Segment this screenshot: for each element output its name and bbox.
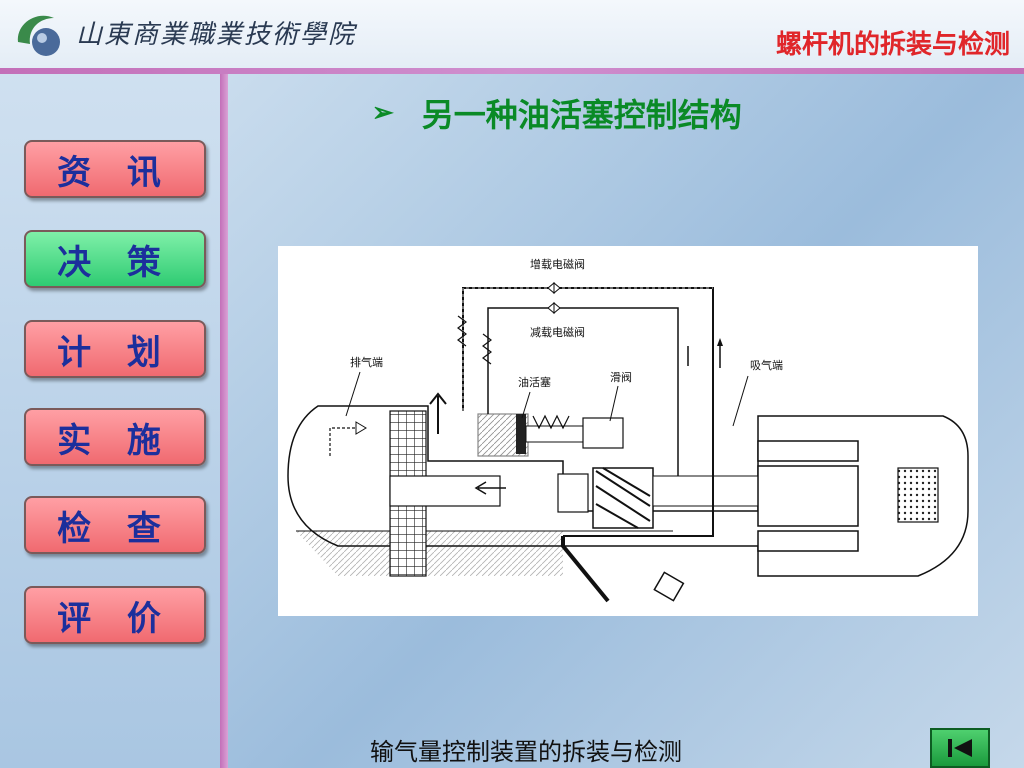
header-divider (0, 68, 1024, 74)
motor-block (757, 440, 939, 552)
school-name: 山東商業職業技術學院 (76, 20, 357, 50)
header: 山東商業職業技術學院 螺杆机的拆装与检测 (0, 0, 1024, 68)
label-suction: 吸气端 (750, 358, 783, 372)
label-discharge: 排气端 (350, 355, 383, 369)
compressor-diagram: 增载电磁阀 减载电磁阀 排气端 油活塞 滑阀 吸气端 (278, 246, 978, 616)
slide-title-text: 另一种油活塞控制结构 (421, 96, 742, 134)
nav-button-evaluate[interactable]: 评 价 (24, 586, 206, 644)
skip-back-icon (948, 739, 972, 757)
back-to-start-button[interactable] (930, 728, 990, 768)
nav-button-info[interactable]: 资 讯 (24, 140, 206, 198)
left-divider (220, 74, 228, 768)
slide-title: ➢ 另一种油活塞控制结构 (372, 90, 742, 136)
label-slide-valve: 滑阀 (610, 370, 632, 384)
bullet-arrow-icon: ➢ (372, 98, 394, 128)
oil-piston-cylinder (477, 413, 624, 457)
compressor-diagram-svg: 增载电磁阀 减载电磁阀 排气端 油活塞 滑阀 吸气端 (287, 257, 969, 603)
label-load-valve: 增载电磁阀 (530, 257, 585, 271)
compressor-housing (287, 405, 969, 577)
course-title: 螺杆机的拆装与检测 (775, 30, 1010, 60)
nav-button-implement[interactable]: 实 施 (24, 408, 206, 466)
label-oil-piston: 油活塞 (518, 375, 551, 389)
diagram-labels: 增载电磁阀 减载电磁阀 排气端 油活塞 滑阀 吸气端 (345, 257, 783, 427)
footer-title: 输气量控制装置的拆装与检测 (370, 738, 682, 766)
slide-valve-screw (557, 467, 759, 529)
oil-sump (296, 531, 563, 576)
oil-lines (457, 281, 723, 603)
flow-arrows (329, 392, 506, 495)
nav-button-plan[interactable]: 计 划 (24, 320, 206, 378)
nav-button-decision[interactable]: 决 策 (24, 230, 206, 288)
nav-button-check[interactable]: 检 查 (24, 496, 206, 554)
label-unload-valve: 减载电磁阀 (530, 325, 585, 339)
school-logo-icon (17, 15, 60, 56)
